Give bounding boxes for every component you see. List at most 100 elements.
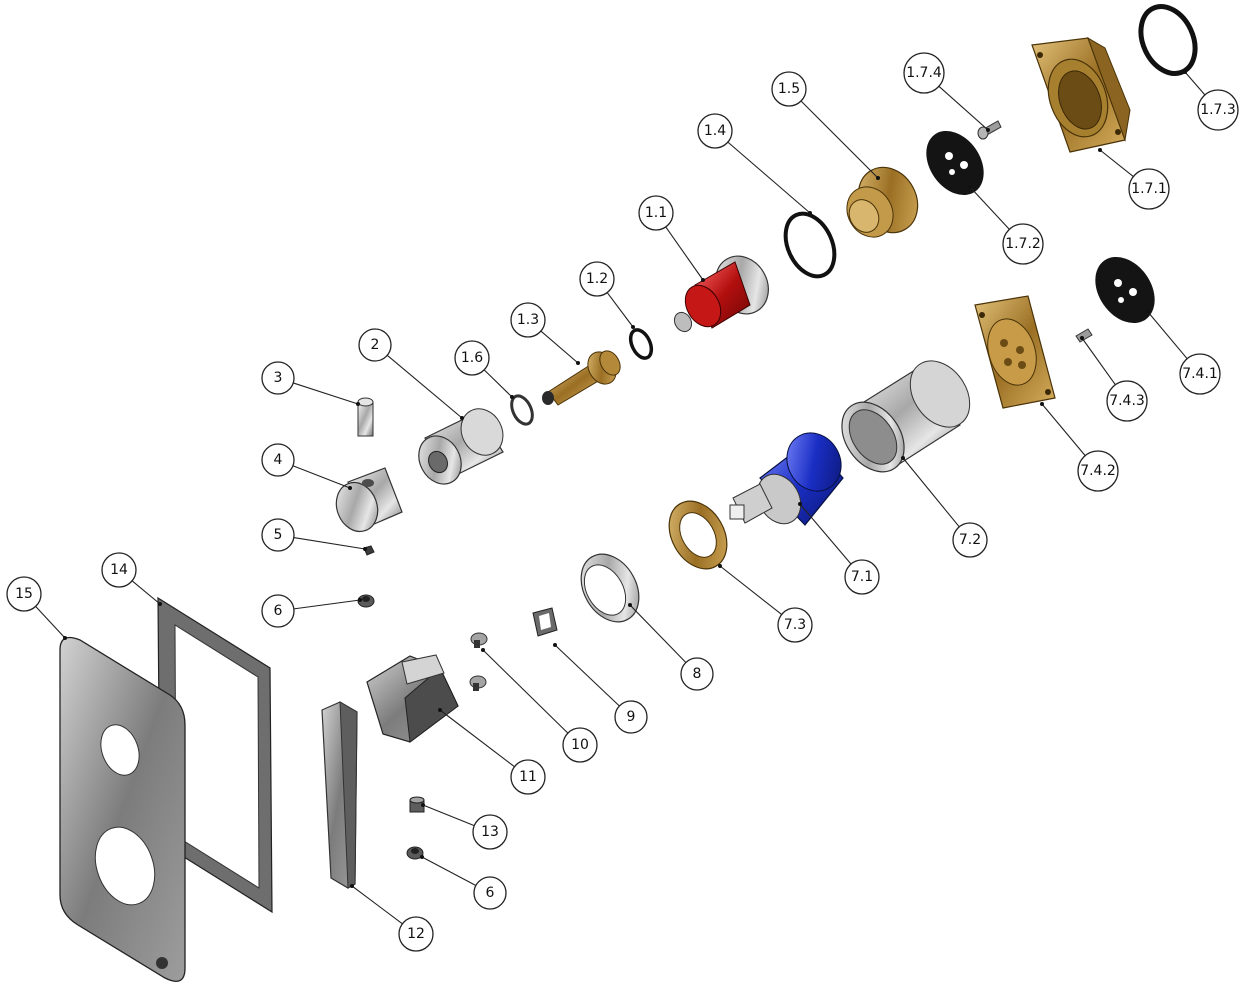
callout-6a: 6 bbox=[261, 594, 362, 628]
leader-line bbox=[540, 330, 579, 364]
callout-7-4-2: 7.4.2 bbox=[1040, 402, 1119, 492]
leader-line bbox=[386, 354, 463, 419]
callout-label: 14 bbox=[110, 562, 128, 578]
callout-3: 3 bbox=[261, 361, 360, 406]
leader-dot bbox=[481, 648, 485, 652]
callout-label: 7.4.1 bbox=[1182, 366, 1218, 382]
leader-line bbox=[799, 503, 852, 565]
leader-dot bbox=[1098, 148, 1102, 152]
nut-7-3 bbox=[668, 500, 728, 570]
callout-1-6: 1.6 bbox=[454, 340, 514, 399]
leader-line bbox=[1184, 71, 1206, 96]
leader-dot bbox=[510, 395, 514, 399]
leader-line bbox=[293, 382, 359, 405]
leader-line bbox=[969, 186, 1010, 230]
callout-circle bbox=[261, 594, 295, 628]
callout-circle bbox=[1077, 450, 1119, 492]
callout-circle bbox=[562, 727, 598, 763]
callout-1-3: 1.3 bbox=[510, 302, 580, 365]
leader-line bbox=[1147, 311, 1188, 360]
callout-10: 10 bbox=[481, 648, 598, 763]
callout-11: 11 bbox=[438, 708, 546, 795]
pin-7-4-3 bbox=[1075, 328, 1093, 343]
oring-1-7-3 bbox=[1138, 4, 1198, 76]
leader-line bbox=[727, 141, 811, 214]
leader-line bbox=[422, 804, 475, 827]
threaded-bushing-1-5 bbox=[846, 166, 919, 238]
callout-label: 7.4.2 bbox=[1080, 463, 1116, 479]
callout-1-7-1: 1.7.1 bbox=[1098, 148, 1170, 210]
callout-14: 14 bbox=[101, 552, 162, 606]
callout-label: 7.1 bbox=[851, 569, 873, 585]
callout-7-3: 7.3 bbox=[718, 564, 813, 643]
callout-7-4-3: 7.4.3 bbox=[1080, 336, 1148, 422]
callout-circle bbox=[398, 916, 434, 952]
leader-dot bbox=[968, 185, 972, 189]
leader-line bbox=[292, 465, 351, 489]
callout-label: 2 bbox=[371, 337, 380, 353]
leader-dot bbox=[718, 564, 722, 568]
callout-9: 9 bbox=[553, 643, 648, 734]
chrome-sleeve-2 bbox=[418, 408, 504, 485]
leader-line bbox=[131, 580, 161, 605]
leader-line bbox=[665, 226, 704, 281]
sleeve-7-2 bbox=[841, 360, 971, 473]
cartridge-blue-7-1 bbox=[729, 432, 844, 526]
callout-13: 13 bbox=[421, 803, 508, 850]
oring-1-4 bbox=[783, 211, 837, 279]
callout-layer: 1.7.31.7.41.51.7.11.41.7.21.11.27.4.11.3… bbox=[6, 52, 1239, 952]
callout-circle bbox=[952, 522, 988, 558]
callout-label: 1.6 bbox=[461, 350, 483, 366]
callout-label: 1.5 bbox=[778, 81, 800, 97]
castle-nut-6-lower bbox=[406, 846, 424, 860]
leader-line bbox=[421, 856, 477, 886]
screw-1-7-4 bbox=[977, 120, 1002, 140]
callout-label: 7.3 bbox=[784, 617, 806, 633]
callout-circle bbox=[472, 814, 508, 850]
callout-circle bbox=[261, 443, 295, 477]
leader-dot bbox=[1146, 310, 1150, 314]
callout-label: 9 bbox=[627, 709, 636, 725]
callout-1-7-2: 1.7.2 bbox=[968, 185, 1044, 265]
callout-5: 5 bbox=[261, 518, 367, 552]
callout-7-4-1: 7.4.1 bbox=[1146, 310, 1221, 395]
callout-circle bbox=[697, 113, 733, 149]
callout-1-4: 1.4 bbox=[697, 113, 812, 215]
callout-label: 1.7.3 bbox=[1200, 102, 1236, 118]
callout-label: 8 bbox=[693, 666, 702, 682]
callout-circle bbox=[579, 261, 615, 297]
callout-7-2: 7.2 bbox=[901, 456, 988, 558]
leader-line bbox=[629, 604, 687, 663]
callout-circle bbox=[510, 759, 546, 795]
oring-1-2 bbox=[628, 328, 654, 360]
leader-line bbox=[482, 649, 569, 734]
knob-4 bbox=[335, 467, 403, 533]
leader-line bbox=[554, 644, 620, 707]
callout-circle bbox=[777, 607, 813, 643]
leader-dot bbox=[628, 603, 632, 607]
callout-label: 4 bbox=[274, 452, 283, 468]
callout-label: 7.2 bbox=[959, 532, 981, 548]
screws-10 bbox=[469, 632, 488, 691]
callout-7-1: 7.1 bbox=[798, 502, 880, 595]
leader-line bbox=[938, 85, 989, 131]
callout-circle bbox=[454, 340, 490, 376]
callout-8: 8 bbox=[628, 603, 714, 691]
leader-line bbox=[606, 292, 634, 328]
leader-line bbox=[293, 536, 366, 550]
leader-dot bbox=[1183, 70, 1187, 74]
spindle-1-3 bbox=[542, 350, 621, 406]
callout-label: 15 bbox=[15, 586, 33, 602]
callout-label: 13 bbox=[481, 824, 499, 840]
leader-dot bbox=[63, 636, 67, 640]
leader-dot bbox=[576, 361, 580, 365]
gasket-disc-1-7-2 bbox=[926, 130, 984, 196]
leader-line bbox=[351, 885, 403, 925]
leader-dot bbox=[876, 176, 880, 180]
callout-circle bbox=[6, 576, 42, 612]
flange-7-4-2 bbox=[974, 295, 1056, 409]
leader-dot bbox=[701, 278, 705, 282]
leader-line bbox=[1041, 403, 1086, 457]
leader-dot bbox=[356, 402, 360, 406]
leader-line bbox=[902, 457, 960, 528]
